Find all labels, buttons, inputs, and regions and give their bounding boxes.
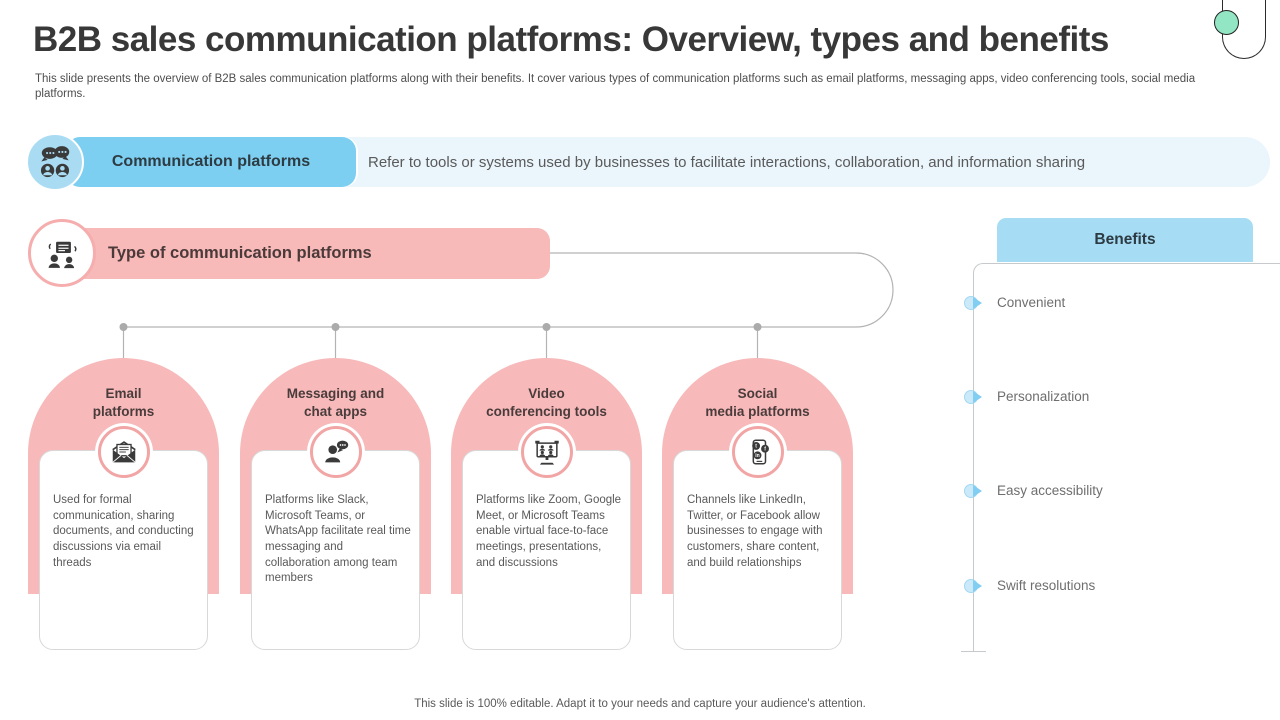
platform-column-video: Video conferencing tools Platforms like …: [451, 358, 642, 653]
svg-text:in: in: [755, 453, 760, 459]
meeting-glyph: [48, 241, 77, 269]
benefit-label: Easy accessibility: [997, 483, 1103, 498]
decorative-green-circle: [1214, 10, 1239, 35]
platform-title-line2: conferencing tools: [486, 404, 607, 420]
chat-users-icon: [26, 133, 84, 191]
benefits-header[interactable]: Benefits: [997, 218, 1253, 262]
chat-users-glyph: [40, 146, 70, 178]
definition-label-text: Communication platforms: [111, 153, 311, 170]
platform-card[interactable]: Channels like LinkedIn, Twitter, or Face…: [673, 450, 842, 650]
platform-card[interactable]: Platforms like Slack, Microsoft Teams, o…: [251, 450, 420, 650]
slide-subtitle: This slide presents the overview of B2B …: [35, 73, 1196, 101]
types-heading-pill[interactable]: Type of communication platforms: [50, 228, 550, 279]
bullet-arrow-icon: [964, 296, 988, 310]
page-title: B2B sales communication platforms: Overv…: [33, 20, 1109, 59]
panel-end-tick: [961, 651, 986, 652]
benefit-label: Swift resolutions: [997, 578, 1096, 593]
envelope-glyph: [111, 441, 136, 463]
platform-description: Used for formal communication, sharing d…: [53, 494, 194, 569]
platform-title: Email platforms: [28, 385, 219, 421]
benefit-label: Convenient: [997, 295, 1066, 310]
platform-description: Platforms like Zoom, Google Meet, or Mic…: [476, 494, 622, 569]
envelope-icon: [97, 426, 150, 478]
person-chat-glyph: [324, 440, 348, 463]
social-phone-glyph: t fin: [751, 439, 769, 465]
platform-card[interactable]: Used for formal communication, sharing d…: [39, 450, 208, 650]
footer-note: This slide is 100% editable. Adapt it to…: [0, 698, 1280, 710]
platform-title-line1: Email: [105, 386, 142, 401]
platform-column-email: Email platforms Used for formal communic…: [28, 358, 219, 653]
platform-title-line1: Video: [528, 386, 565, 401]
platform-title: Messaging and chat apps: [240, 385, 431, 421]
bullet-arrow-icon: [964, 390, 988, 404]
platform-title-line2: platforms: [92, 404, 155, 420]
person-chat-icon: [309, 426, 362, 478]
definition-text: Refer to tools or systems used by busine…: [368, 153, 1086, 171]
platform-title: Social media platforms: [662, 385, 853, 421]
benefit-label: Personalization: [997, 389, 1090, 404]
platform-description: Channels like LinkedIn, Twitter, or Face…: [687, 494, 823, 569]
svg-text:t: t: [755, 444, 757, 450]
platform-description: Platforms like Slack, Microsoft Teams, o…: [265, 494, 411, 585]
platform-card[interactable]: Platforms like Zoom, Google Meet, or Mic…: [462, 450, 631, 650]
benefits-panel: Convenient Personalization Easy accessib…: [961, 263, 1280, 652]
platform-title-line1: Messaging and: [286, 386, 385, 401]
footer-text: This slide is 100% editable. Adapt it to…: [414, 698, 866, 710]
bullet-arrow-icon: [964, 484, 988, 498]
platform-column-social: Social media platforms Channels like Lin…: [662, 358, 853, 653]
bullet-arrow-icon: [964, 579, 988, 593]
platform-title-line1: Social: [737, 386, 778, 401]
platform-title-line2: chat apps: [303, 404, 368, 420]
communication-platforms-label[interactable]: Communication platforms: [66, 137, 356, 187]
video-conference-glyph: [534, 440, 559, 465]
benefits-heading-text: Benefits: [1094, 231, 1156, 248]
types-heading-text: Type of communication platforms: [108, 244, 372, 262]
svg-text:f: f: [764, 447, 766, 453]
platform-title-line2: media platforms: [705, 404, 810, 420]
platform-column-messaging: Messaging and chat apps Platforms like S…: [240, 358, 431, 653]
meeting-icon: [28, 219, 96, 287]
platform-title: Video conferencing tools: [451, 385, 642, 421]
video-conference-icon: [520, 426, 573, 478]
